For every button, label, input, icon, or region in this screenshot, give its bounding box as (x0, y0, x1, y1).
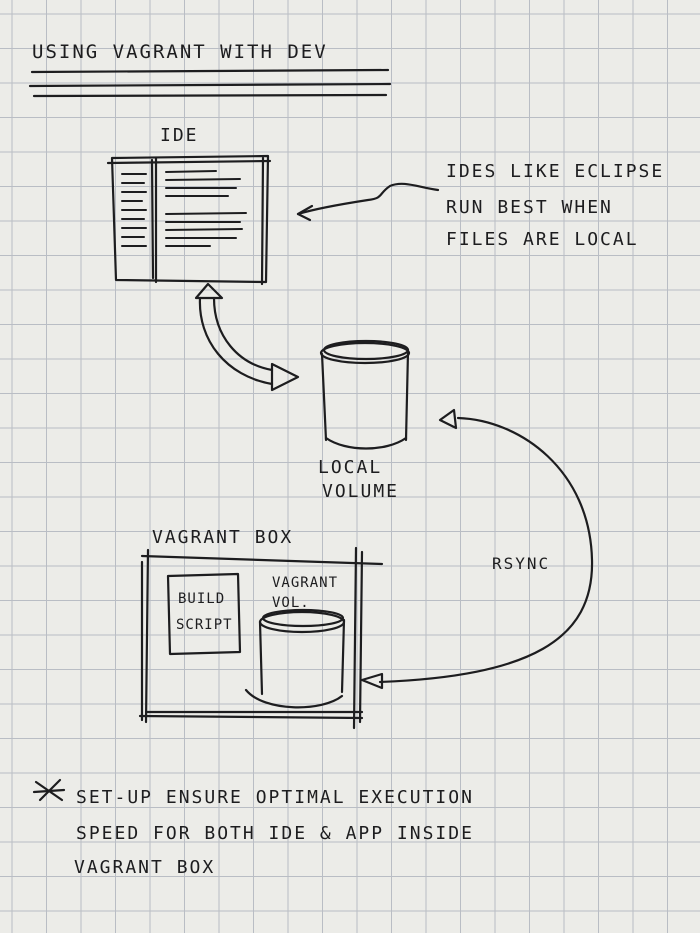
rsync-label: Rsync (492, 554, 551, 573)
vagrant-vol-label-2: Vol. (272, 595, 310, 611)
ide-note-line-3: files are local (446, 229, 639, 250)
build-script-box (166, 572, 242, 656)
footnote-line-1: Set-up ensure optimal execution (76, 787, 474, 808)
footnote-asterisk (32, 778, 66, 802)
local-label: Local (318, 457, 383, 478)
note-arrow (296, 182, 440, 222)
ide-volume-arrow (194, 282, 300, 392)
ide-editor-lines (165, 170, 247, 247)
volume-label: Volume (322, 481, 400, 502)
vagrant-box-frame (138, 546, 384, 730)
rsync-arrow (360, 408, 594, 690)
ide-note-line-1: IDEs like Eclipse (446, 161, 665, 182)
footnote-line-2: speed for both IDE & app inside (76, 823, 474, 844)
title-underline (28, 68, 392, 98)
script-label: Script (176, 617, 233, 633)
vagrant-box-label: Vagrant Box (152, 527, 294, 548)
ide-window (106, 154, 272, 286)
title: Using Vagrant With Dev (32, 41, 328, 63)
ide-label: IDE (160, 125, 199, 146)
footnote-line-3: Vagrant box (74, 857, 216, 878)
vagrant-vol-cylinder (244, 608, 346, 709)
local-volume-cylinder (319, 339, 411, 450)
vagrant-vol-label-1: Vagrant (272, 575, 339, 591)
ide-sidebar-lines (121, 173, 147, 247)
ide-note-line-2: Run best when (446, 197, 613, 218)
build-label: Build (178, 591, 226, 607)
